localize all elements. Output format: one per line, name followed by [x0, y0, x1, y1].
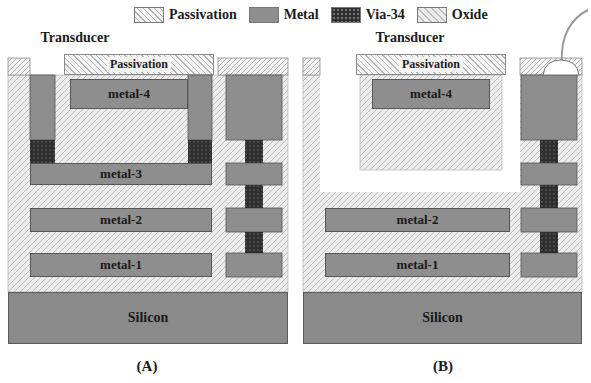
layer-label: Passivation: [399, 57, 463, 72]
legend-swatch: [134, 7, 164, 23]
metal-box: metal-2: [30, 208, 212, 232]
panel-label: (A): [137, 358, 158, 375]
legend-swatch: [249, 7, 279, 23]
via: [540, 140, 558, 163]
via: [30, 140, 55, 163]
metal-pad: [521, 75, 577, 140]
metal-box: metal-4: [70, 79, 188, 109]
layer-label: Silicon: [422, 310, 462, 326]
passivation-box: Passivation: [356, 54, 506, 75]
via: [540, 185, 558, 208]
metal-box: metal-4: [372, 79, 490, 109]
transducer-label: Transducer: [41, 30, 110, 46]
release-cavity: [320, 55, 520, 192]
metal-stack: [521, 253, 577, 277]
panel-a: [8, 58, 288, 292]
layer-label: metal-4: [108, 86, 150, 102]
layer-label: metal-4: [410, 86, 452, 102]
layer-label: metal-2: [397, 212, 439, 228]
legend-text: Oxide: [452, 7, 488, 23]
metal-box: metal-2: [325, 208, 510, 232]
passivation-strip: [8, 58, 30, 75]
legend-swatch: [417, 7, 447, 23]
bond-ball: [543, 60, 579, 75]
passivation-strip: [218, 58, 288, 75]
metal-box: metal-1: [30, 253, 212, 277]
legend-text: Passivation: [169, 7, 237, 23]
via: [245, 185, 263, 208]
metal-stack: [226, 163, 282, 185]
layer-label: metal-1: [397, 257, 439, 273]
legend: Passivation Metal Via-34 Oxide: [134, 7, 500, 23]
silicon-substrate: Silicon: [8, 292, 288, 344]
bond-wire: [562, 10, 588, 63]
metal-pillar: [30, 75, 55, 140]
via: [245, 232, 263, 253]
via: [188, 140, 212, 163]
legend-item: Passivation: [134, 7, 237, 23]
panel-label: (B): [433, 358, 453, 375]
suspended-oxide: [360, 75, 502, 170]
metal-stack: [226, 208, 282, 232]
passivation-strip: [303, 58, 320, 75]
layer-label: metal-1: [100, 257, 142, 273]
metal-stack: [521, 163, 577, 185]
layer-label: metal-3: [100, 166, 142, 182]
legend-text: Via-34: [366, 7, 405, 23]
panel-b: [303, 10, 588, 292]
layer-label: Silicon: [128, 310, 168, 326]
passivation-box: Passivation: [64, 54, 214, 75]
metal-box: metal-3: [30, 163, 212, 185]
via: [245, 140, 263, 163]
oxide-layer: [8, 75, 288, 292]
legend-item: Via-34: [331, 7, 405, 23]
legend-swatch: [331, 7, 361, 23]
legend-text: Metal: [284, 7, 319, 23]
metal-stack: [521, 208, 577, 232]
transducer-label: Transducer: [376, 30, 445, 46]
silicon-substrate: Silicon: [303, 292, 582, 344]
passivation-strip: [520, 58, 582, 75]
via: [540, 232, 558, 253]
legend-item: Metal: [249, 7, 319, 23]
layer-label: Passivation: [107, 57, 171, 72]
metal-pillar: [188, 75, 212, 140]
metal-box: metal-1: [325, 253, 510, 277]
legend-item: Oxide: [417, 7, 488, 23]
metal-stack: [226, 253, 282, 277]
layer-label: metal-2: [100, 212, 142, 228]
metal-pad: [226, 75, 282, 140]
